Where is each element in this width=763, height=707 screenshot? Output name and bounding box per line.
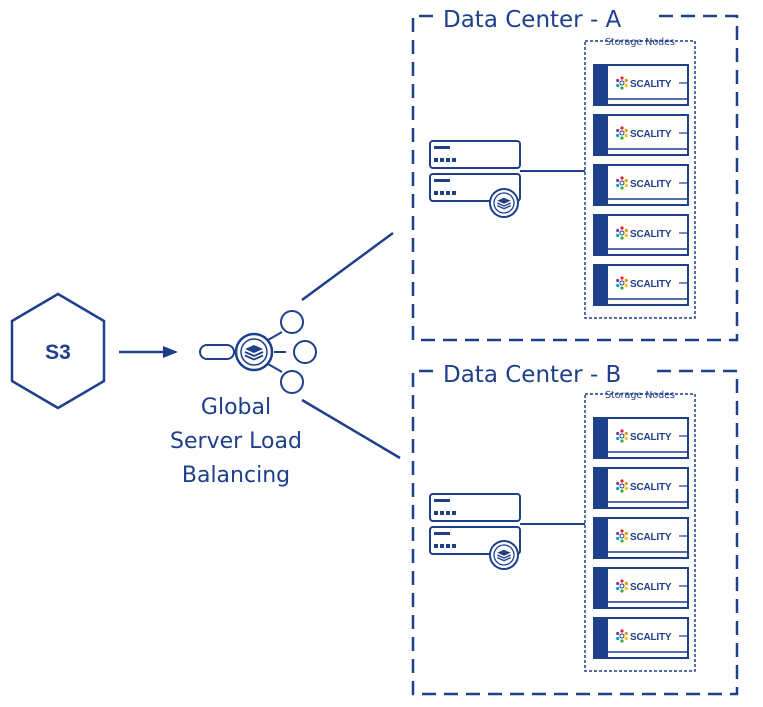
datacenter-b-title: Data Center - B [443,362,621,388]
s3-to-gslb-arrow [119,346,178,358]
storage-node: SCALITY [593,164,689,206]
s3-node: S3 [10,292,106,410]
storage-node: SCALITY [593,214,689,256]
s3-label: S3 [45,341,71,364]
storage-node: SCALITY [593,517,689,559]
datacenter-a: Data Center - A Storage Nodes SCALITYSCA… [411,7,739,342]
storage-node: SCALITY [593,467,689,509]
storage-node-label: SCALITY [630,532,672,543]
datacenter-a-border [411,14,739,342]
storage-node-label: SCALITY [630,632,672,643]
storage-nodes-a-title: Storage Nodes [605,37,675,48]
gslb-to-dc-b-link [301,398,401,460]
storage-node-label: SCALITY [630,79,672,90]
storage-node-label: SCALITY [630,179,672,190]
load-balancer-icon [199,310,317,394]
storage-node-label: SCALITY [630,279,672,290]
storage-node: SCALITY [593,617,689,659]
gslb-label-line-1: Global [201,395,271,420]
storage-node: SCALITY [593,264,689,306]
storage-node: SCALITY [593,114,689,156]
storage-nodes-b-title: Storage Nodes [605,390,675,401]
storage-node-list-a: SCALITY SCALITY SCALITY SCALITY SCALITY [593,64,689,306]
datacenter-a-title: Data Center - A [443,7,622,33]
gslb-label-line-3: Balancing [182,463,290,488]
datacenter-b: Data Center - B Storage Nodes SCALITYSCA… [411,362,739,696]
storage-node-list-b: SCALITY SCALITY SCALITY SCALITY SCALITY [593,417,689,659]
storage-node: SCALITY [593,417,689,459]
storage-node: SCALITY [593,64,689,106]
server-stack-b [429,493,521,570]
storage-node-label: SCALITY [630,229,672,240]
s3-hexagon-icon [10,292,106,410]
storage-nodes-b-border [584,393,696,672]
storage-node-label: SCALITY [630,482,672,493]
gslb-label-line-2: Server Load [170,429,302,454]
storage-node: SCALITY [593,567,689,609]
storage-node-label: SCALITY [630,582,672,593]
gslb-to-dc-a-link [301,231,394,302]
storage-node-label: SCALITY [630,129,672,140]
storage-nodes-a-border [584,40,696,319]
storage-node-label: SCALITY [630,432,672,443]
server-stack-a [429,140,521,218]
